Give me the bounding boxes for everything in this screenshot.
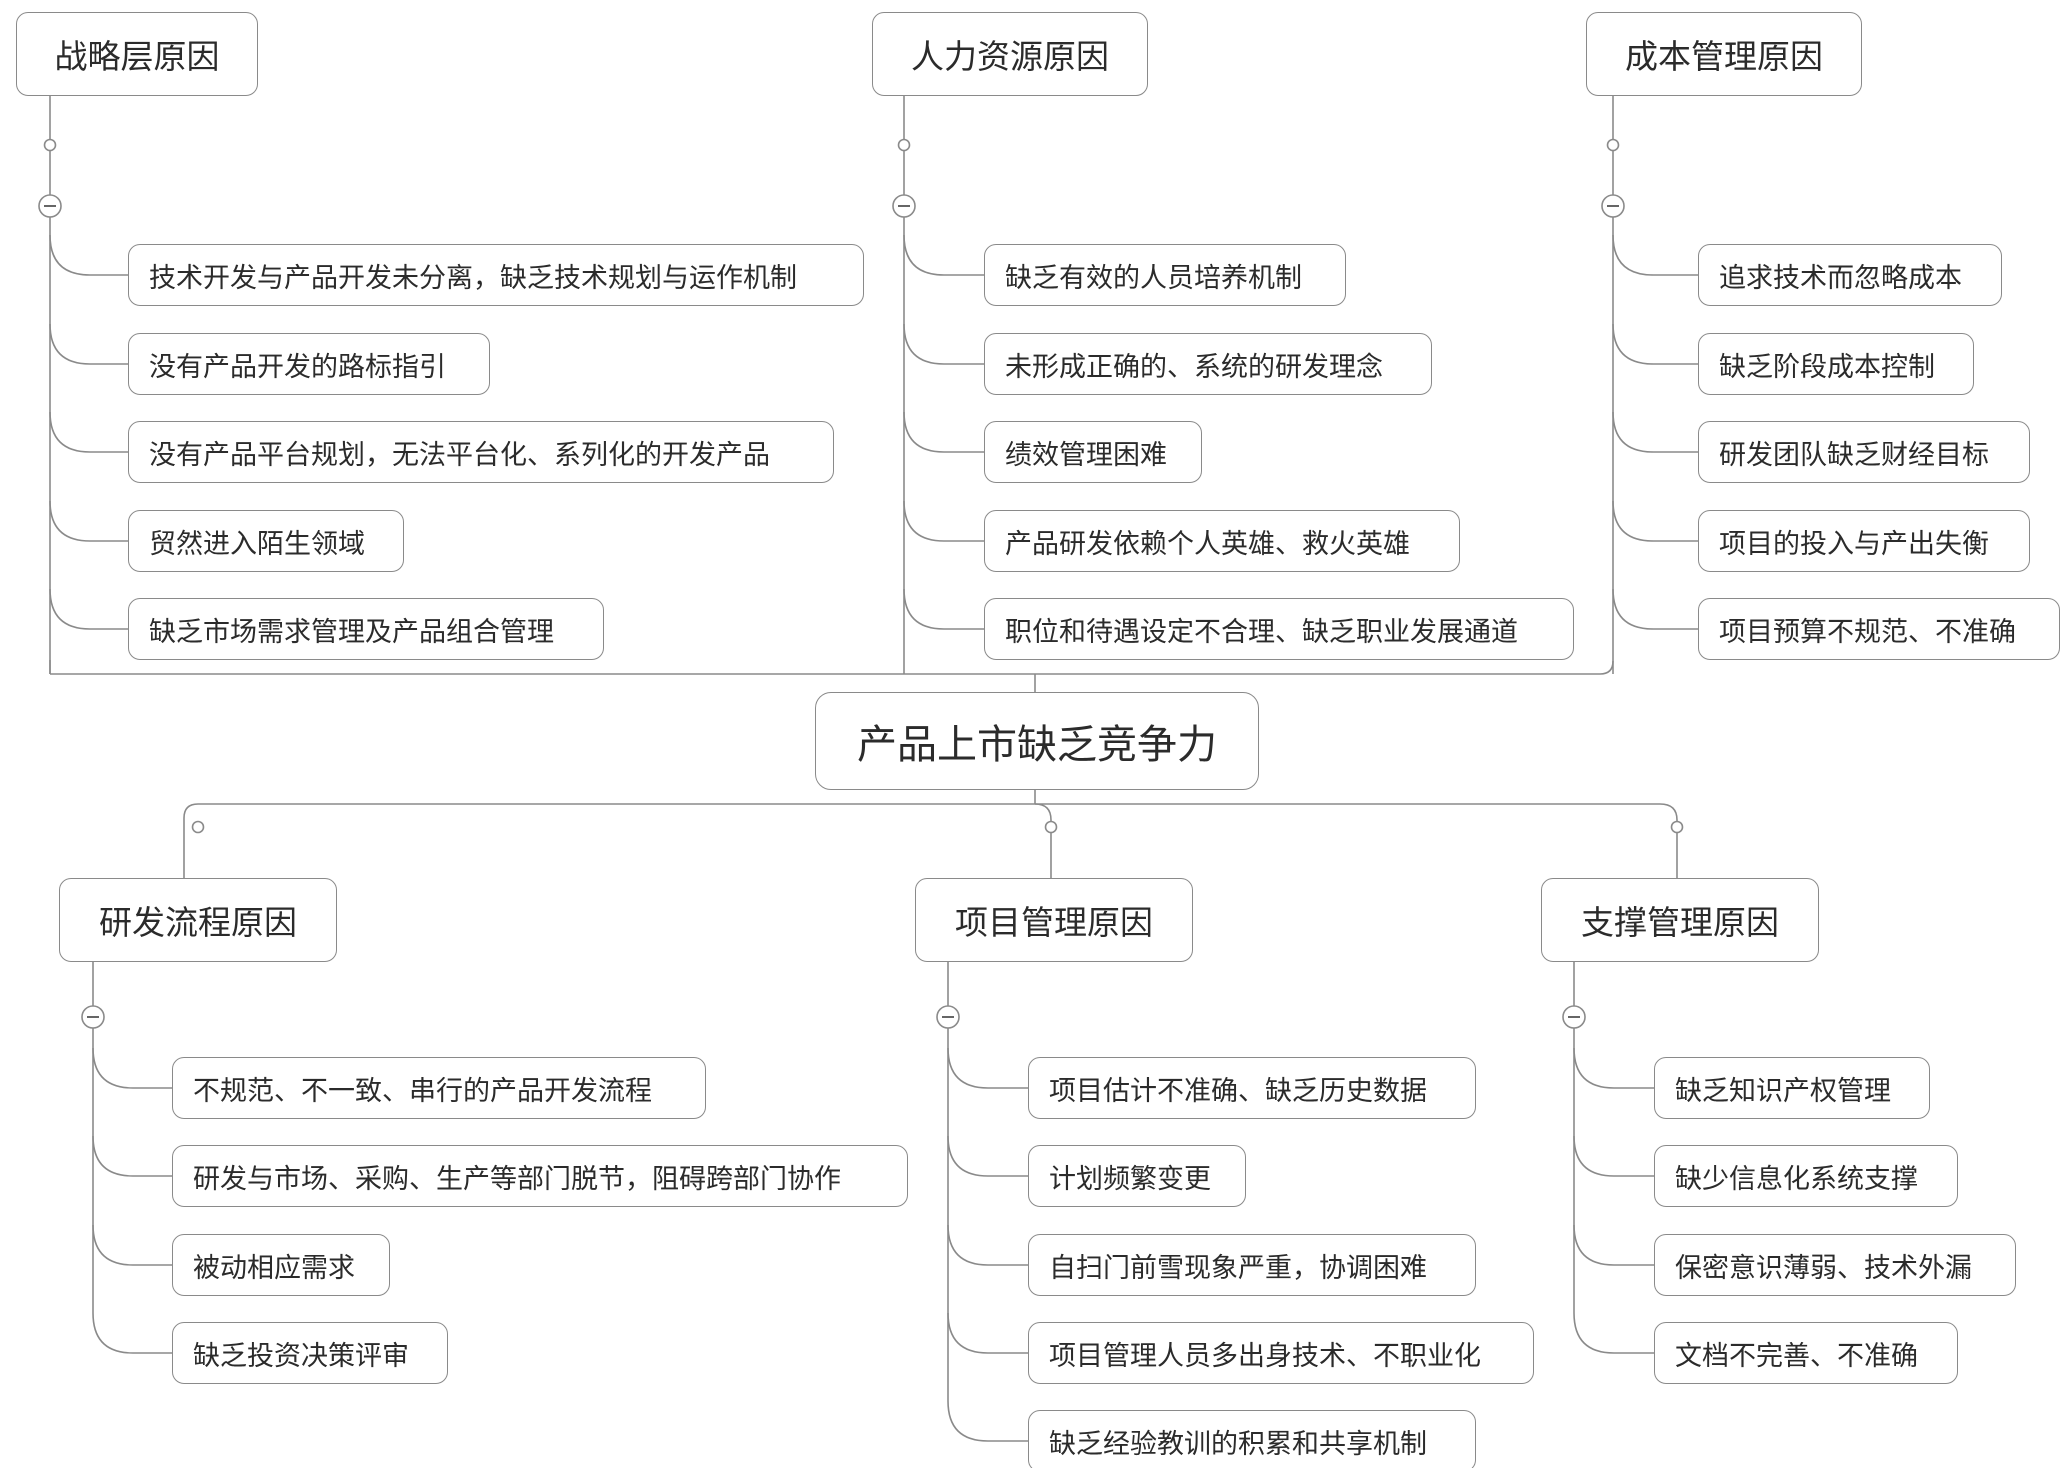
leaf-item[interactable]: 追求技术而忽略成本 [1698,244,2002,306]
leaf-item[interactable]: 项目管理人员多出身技术、不职业化 [1028,1322,1534,1384]
connector-line [183,803,199,878]
leaf-item[interactable]: 项目的投入与产出失衡 [1698,510,2030,572]
leaf-item[interactable]: 缺少信息化系统支撑 [1654,1145,1958,1207]
branch-knob-icon[interactable] [191,820,205,834]
connector-line [1612,323,1698,365]
leaf-item[interactable]: 技术开发与产品开发未分离，缺乏技术规划与运作机制 [128,244,864,306]
leaf-item[interactable]: 缺乏有效的人员培养机制 [984,244,1346,306]
connector-line [1034,803,1052,878]
connector-line [947,1224,1028,1266]
connector-line [903,234,984,276]
connector-line [1659,803,1678,878]
category-cost-management[interactable]: 成本管理原因 [1586,12,1862,96]
leaf-item[interactable]: 未形成正确的、系统的研发理念 [984,333,1432,395]
connector-line [1612,234,1698,276]
connector-line [947,1135,1028,1177]
branch-knob-icon[interactable] [1606,138,1620,152]
leaf-item[interactable]: 职位和待遇设定不合理、缺乏职业发展通道 [984,598,1574,660]
connector-line [903,588,984,630]
connector-line [50,660,1614,675]
connector-line [947,1400,1028,1442]
category-strategy[interactable]: 战略层原因 [16,12,258,96]
connector-line [49,323,128,365]
connector-line [49,411,128,453]
category-human-resources[interactable]: 人力资源原因 [872,12,1148,96]
leaf-item[interactable]: 自扫门前雪现象严重，协调困难 [1028,1234,1476,1296]
leaf-item[interactable]: 不规范、不一致、串行的产品开发流程 [172,1057,706,1119]
leaf-item[interactable]: 产品研发依赖个人英雄、救火英雄 [984,510,1460,572]
leaf-item[interactable]: 保密意识薄弱、技术外漏 [1654,1234,2016,1296]
connector-line [92,1047,172,1089]
leaf-item[interactable]: 缺乏阶段成本控制 [1698,333,1974,395]
connector-line [903,411,984,453]
branch-knob-icon[interactable] [1670,820,1684,834]
connector-line [1573,1224,1654,1266]
leaf-item[interactable]: 缺乏投资决策评审 [172,1322,448,1384]
category-project-management[interactable]: 项目管理原因 [915,878,1193,962]
leaf-item[interactable]: 项目估计不准确、缺乏历史数据 [1028,1057,1476,1119]
connector-line [903,500,984,542]
leaf-item[interactable]: 项目预算不规范、不准确 [1698,598,2060,660]
connector-line [1573,1135,1654,1177]
connector-line [1612,500,1698,542]
leaf-item[interactable]: 研发团队缺乏财经目标 [1698,421,2030,483]
connector-line [1573,1047,1654,1089]
leaf-item[interactable]: 缺乏经验教训的积累和共享机制 [1028,1410,1476,1468]
leaf-item[interactable]: 贸然进入陌生领域 [128,510,404,572]
leaf-item[interactable]: 没有产品平台规划，无法平台化、系列化的开发产品 [128,421,834,483]
connector-line [1612,411,1698,453]
leaf-item[interactable]: 计划频繁变更 [1028,1145,1246,1207]
connector-line [947,1312,1028,1354]
connector-line [49,500,128,542]
leaf-item[interactable]: 被动相应需求 [172,1234,390,1296]
branch-knob-icon[interactable] [43,138,57,152]
connector-line [49,588,128,630]
connector-line [1573,1312,1654,1354]
branch-knob-icon[interactable] [897,138,911,152]
category-rd-process[interactable]: 研发流程原因 [59,878,337,962]
connector-line [92,1135,172,1177]
leaf-item[interactable]: 缺乏知识产权管理 [1654,1057,1930,1119]
root-node[interactable]: 产品上市缺乏竞争力 [815,692,1259,790]
leaf-item[interactable]: 文档不完善、不准确 [1654,1322,1958,1384]
connector-line [903,323,984,365]
connector-line [92,1224,172,1266]
category-support-management[interactable]: 支撑管理原因 [1541,878,1819,962]
leaf-item[interactable]: 缺乏市场需求管理及产品组合管理 [128,598,604,660]
connector-line [947,1047,1028,1089]
connector-line [1612,588,1698,630]
connector-line [49,234,128,276]
leaf-item[interactable]: 研发与市场、采购、生产等部门脱节，阻碍跨部门协作 [172,1145,908,1207]
leaf-item[interactable]: 绩效管理困难 [984,421,1202,483]
branch-knob-icon[interactable] [1044,820,1058,834]
connector-line [92,1312,172,1354]
leaf-item[interactable]: 没有产品开发的路标指引 [128,333,490,395]
